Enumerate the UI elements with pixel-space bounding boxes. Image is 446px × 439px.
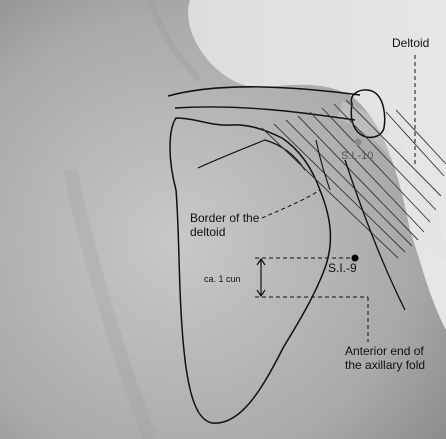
- si10-point: [355, 139, 362, 146]
- border-label-line1: Border of the: [190, 212, 259, 226]
- cun-label: ca. 1 cun: [204, 274, 241, 284]
- si9-label: S.I.-9: [328, 262, 357, 276]
- deltoid-label: Deltoid: [392, 37, 429, 51]
- axillary-label-line2: the axillary fold: [345, 359, 425, 373]
- border-label-line2: deltoid: [190, 226, 259, 240]
- border-of-deltoid-label: Border of the deltoid: [190, 212, 259, 240]
- axillary-fold-label: Anterior end of the axillary fold: [345, 345, 425, 373]
- axillary-label-line1: Anterior end of: [345, 345, 425, 359]
- si10-label: S.I.-10: [341, 150, 373, 163]
